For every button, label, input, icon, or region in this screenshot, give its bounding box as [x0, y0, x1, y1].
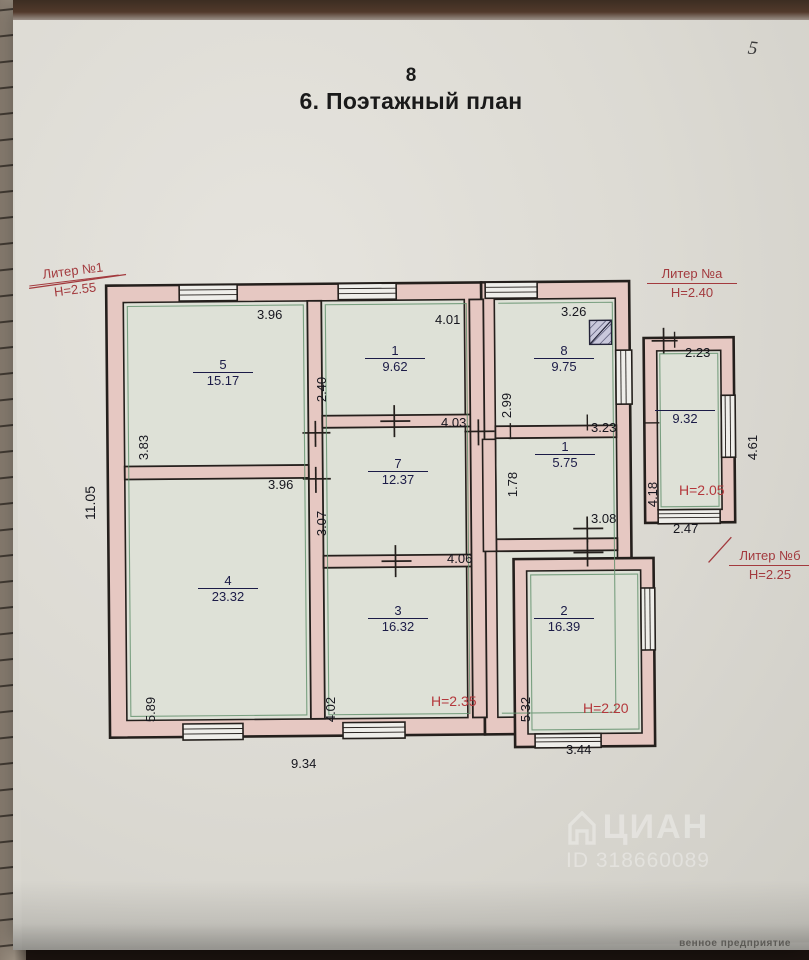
- dimension-11-05-overall: 11.05: [82, 486, 98, 520]
- liter-height: H=2.40: [670, 285, 714, 300]
- dimension-3-83: 3.83: [136, 434, 152, 461]
- floor-plan-drawing: [13, 0, 809, 950]
- dimension-4-02: 4.02: [323, 696, 339, 723]
- dimension-2-40: 2.40: [314, 376, 330, 403]
- page-footer-strip: [13, 924, 809, 950]
- room-area: 9.32: [655, 410, 715, 426]
- measured-contour: [126, 301, 720, 731]
- room-label-8: 8 9.75: [534, 344, 594, 374]
- room-label-3: 3 16.32: [368, 604, 428, 634]
- dimension-3-23: 3.23: [591, 420, 617, 435]
- room-area: 9.62: [365, 358, 425, 374]
- window-openings: [178, 281, 737, 749]
- dimension-4-01: 4.01: [435, 312, 461, 327]
- dimension-2-99: 2.99: [499, 392, 515, 419]
- dimension-3-26: 3.26: [561, 304, 587, 319]
- dimension-ticks: [509, 331, 676, 440]
- dimension-3-44: 3.44: [566, 742, 592, 757]
- liter-label-b: Литер №б H=2.25: [729, 548, 809, 583]
- room-area: 5.75: [535, 454, 595, 470]
- page-title: 6. Поэтажный план: [299, 88, 523, 114]
- room-number: 2: [560, 603, 568, 618]
- room-number: 1: [561, 439, 569, 454]
- dimension-3-96-top: 3.96: [257, 307, 283, 322]
- liter-leader-lines: [29, 273, 732, 563]
- room-label-1b: 1 5.75: [535, 440, 595, 470]
- room-area: 12.37: [368, 471, 428, 487]
- document-page: 8 6. Поэтажный план 5: [13, 0, 809, 950]
- dimension-4-03: 4.03: [441, 415, 467, 430]
- room-number: 1: [391, 343, 399, 358]
- partition-h-room8-room1b: [494, 424, 618, 440]
- room-label-1a: 1 9.62: [365, 344, 425, 374]
- partition-h-room5-room4: [123, 464, 310, 481]
- dimension-3-07: 3.07: [314, 510, 330, 537]
- dimension-4-61: 4.61: [745, 434, 761, 461]
- room-area: 16.32: [368, 618, 428, 634]
- dimension-9-34: 9.34: [291, 756, 317, 771]
- room-number: 7: [394, 456, 402, 471]
- room-area: 9.75: [534, 358, 594, 374]
- door-openings: [302, 327, 678, 578]
- page-top-edge: [13, 0, 809, 20]
- partition-vertical-center: [306, 299, 326, 720]
- room-area: 16.39: [534, 618, 594, 634]
- room-area: 15.17: [193, 372, 253, 388]
- dimension-1-78: 1.78: [505, 471, 521, 498]
- room-number: 4: [224, 573, 232, 588]
- partition-vertical-hall: [481, 438, 498, 553]
- room-number: 5: [219, 357, 227, 372]
- room-area: 23.32: [198, 588, 258, 604]
- dimension-5-32: 5.32: [518, 696, 534, 723]
- room-number: 8: [560, 343, 568, 358]
- stove-symbol: [588, 319, 613, 346]
- room-label-7: 7 12.37: [368, 457, 428, 487]
- dimension-2-23: 2.23: [685, 345, 711, 360]
- room-label-5: 5 15.17: [193, 358, 253, 388]
- page-number: 8: [405, 65, 417, 86]
- room-number: 3: [394, 603, 402, 618]
- room-label-4: 4 23.32: [198, 574, 258, 604]
- dimension-3-08: 3.08: [591, 511, 617, 526]
- room-label-annex: 9.32: [655, 410, 715, 426]
- dimension-4-06: 4.06: [447, 551, 473, 566]
- liter-name: Литер №б: [729, 548, 809, 566]
- dimension-5-89: 5.89: [143, 696, 159, 723]
- partition-h-room1b-room2: [495, 537, 619, 553]
- dimension-4-18: 4.18: [645, 481, 661, 508]
- dimension-3-96-mid: 3.96: [268, 477, 294, 492]
- height-label-annex: H=2.05: [679, 482, 725, 498]
- liter-name: Литер №а: [647, 266, 737, 284]
- height-label-room2: H=2.20: [583, 700, 629, 716]
- liter-height: H=2.25: [748, 567, 792, 582]
- height-label-room3: H=2.35: [431, 693, 477, 709]
- room-label-2: 2 16.39: [534, 604, 594, 634]
- dimension-2-47: 2.47: [673, 521, 699, 536]
- liter-label-a: Литер №а H=2.40: [647, 266, 737, 301]
- footer-partial-text: венное предприятие: [679, 938, 791, 949]
